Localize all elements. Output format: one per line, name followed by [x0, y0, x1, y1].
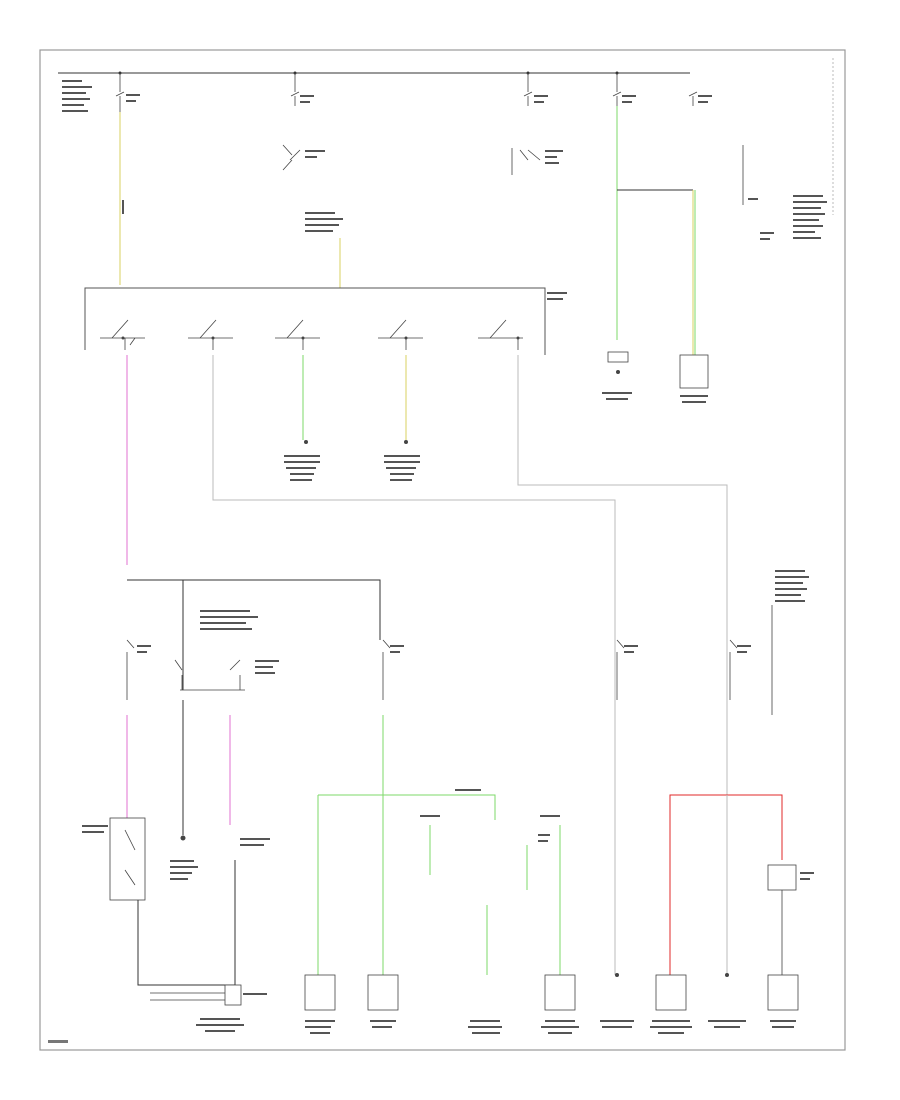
- top-right-note-block: [793, 195, 827, 239]
- relay-switch-top-2-icon: [511, 148, 563, 175]
- wire-red-bus: [669, 794, 783, 975]
- wire-green-bus: [318, 794, 496, 820]
- lower-fuse-1-icon: [126, 639, 151, 700]
- right-device-2: [679, 354, 709, 403]
- wire-gray-switch5: [517, 355, 728, 975]
- fuse-5-icon: [688, 91, 712, 106]
- lower-horizontal-bus: [127, 579, 381, 640]
- fuse-3-icon: [523, 73, 548, 106]
- lower-left-switch-icon: [82, 817, 146, 901]
- lower-fuse-3-icon: [616, 639, 638, 700]
- module-switch-4-icon: [378, 319, 423, 350]
- module-switch-1-icon: [100, 319, 145, 350]
- fuse-1-icon: [115, 73, 140, 112]
- green-bus-label: [455, 789, 481, 791]
- lower-right-fuse-icon: [767, 864, 814, 975]
- right-lower-connector-label: [538, 815, 560, 842]
- output-connector-1: [284, 440, 320, 481]
- bottom-component-2: [367, 974, 399, 1028]
- bottom-left-connector: [150, 984, 267, 1032]
- source-label-block: [60, 78, 102, 118]
- right-side-note: [771, 570, 809, 715]
- bottom-component-3-label: [468, 1020, 502, 1034]
- bottom-component-1: [304, 974, 336, 1034]
- wire-green-right-lower: [526, 825, 561, 975]
- wire-gray-branch: [212, 355, 616, 975]
- wire-green-center: [429, 825, 488, 975]
- bottom-component-4: [541, 974, 579, 1034]
- bottom-component-6: [650, 974, 692, 1034]
- lower-fuse-4-icon: [729, 639, 751, 700]
- module-switch-5-icon: [478, 319, 523, 350]
- output-connector-2: [384, 440, 420, 481]
- ground-label: [170, 860, 198, 880]
- bottom-component-5: [600, 973, 634, 1028]
- right-device-1: [602, 351, 632, 400]
- module-switch-2-icon: [188, 319, 233, 350]
- center-connector-label: [420, 815, 440, 817]
- module-box-label: [547, 292, 567, 300]
- module-connector-label: [305, 212, 343, 232]
- lower-module-label: [200, 610, 258, 630]
- top-right-connector-icon: [742, 145, 774, 240]
- lower-relay-icon: [174, 659, 279, 691]
- footer-code-mark: [48, 1040, 68, 1043]
- lower-fuse-2-icon: [382, 639, 404, 700]
- module-switch-3-icon: [275, 319, 320, 350]
- lower-connector-label: [240, 838, 270, 846]
- bottom-component-7: [708, 973, 746, 1028]
- fuse-2-icon: [290, 73, 314, 106]
- diagram-frame: [39, 49, 846, 1051]
- fuse-4-icon: [612, 73, 636, 106]
- bottom-component-8: [767, 974, 799, 1028]
- module-box-outline: [84, 287, 546, 355]
- ground-point-icon: [180, 835, 186, 841]
- wire-lower-left-join: [137, 860, 236, 986]
- relay-switch-top-1-icon: [282, 144, 325, 171]
